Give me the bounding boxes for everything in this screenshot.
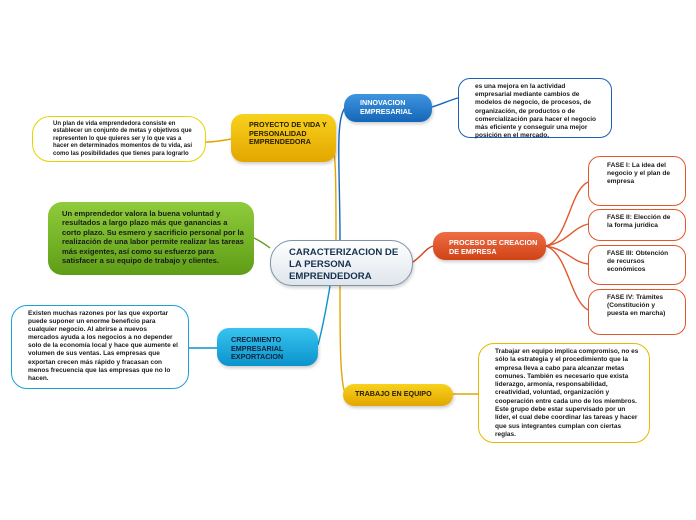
link-trabajo — [339, 285, 346, 394]
topic-trabajo-en-equipo[interactable]: TRABAJO EN EQUIPO — [343, 384, 453, 406]
detail-innovacion[interactable]: es una mejora en la actividad empresaria… — [458, 78, 612, 140]
detail-fase3-text: FASE III: Obtención de recursos económic… — [607, 250, 669, 274]
topic-proceso-label: PROCESO DE CREACION DE EMPRESA — [449, 238, 538, 256]
link-fase1 — [545, 181, 589, 247]
detail-fase1-text: FASE I: La idea del negocio y el plan de… — [607, 162, 671, 186]
topic-proyecto-label: PROYECTO DE VIDA Y PERSONALIDAD EMPRENDE… — [249, 120, 327, 147]
link-innovacion — [338, 107, 346, 241]
central-topic[interactable]: CARACTERIZACION DE LA PERSONA EMPRENDEDO… — [270, 240, 413, 286]
detail-crecimiento-text: Existen muchas razones por las que expor… — [28, 310, 178, 382]
link-proceso — [412, 245, 434, 263]
detail-trabajo[interactable]: Trabajar en equipo implica compromiso, n… — [478, 343, 650, 443]
topic-proceso-creacion-empresa[interactable]: PROCESO DE CREACION DE EMPRESA — [433, 232, 546, 260]
detail-fase2-text: FASE II: Elección de la forma jurídica — [607, 214, 671, 230]
detail-innovacion-text: es una mejora en la actividad empresaria… — [475, 83, 597, 140]
link-innovacion-detail — [431, 97, 459, 108]
detail-fase-2[interactable]: FASE II: Elección de la forma jurídica — [588, 209, 686, 241]
link-fase2 — [545, 223, 589, 247]
topic-trabajo-label: TRABAJO EN EQUIPO — [355, 389, 432, 398]
detail-proyecto[interactable]: Un plan de vida emprendedora consiste en… — [32, 116, 206, 162]
detail-fase-1[interactable]: FASE I: La idea del negocio y el plan de… — [588, 156, 686, 206]
topic-crecimiento-empresarial[interactable]: CRECIMIENTO EMPRESARIAL EXPORTACION — [217, 328, 318, 366]
central-title: CARACTERIZACION DE LA PERSONA EMPRENDEDO… — [289, 247, 399, 282]
link-proyecto-detail — [205, 138, 232, 143]
detail-trabajo-text: Trabajar en equipo implica compromiso, n… — [495, 348, 639, 438]
topic-proyecto-de-vida[interactable]: PROYECTO DE VIDA Y PERSONALIDAD EMPRENDE… — [231, 114, 336, 162]
link-valor — [253, 237, 271, 249]
topic-innovacion-label: INNOVACION EMPRESARIAL — [360, 98, 413, 116]
detail-fase-3[interactable]: FASE III: Obtención de recursos económic… — [588, 245, 686, 285]
detail-valor-text: Un emprendedor valora la buena voluntad … — [62, 209, 244, 266]
detail-fase-4[interactable]: FASE IV: Trámites (Constitución y puesta… — [588, 289, 686, 335]
link-crecimiento — [317, 285, 331, 346]
detail-crecimiento[interactable]: Existen muchas razones por las que expor… — [11, 305, 189, 389]
detail-proyecto-text: Un plan de vida emprendedora consiste en… — [53, 121, 193, 157]
link-fase3 — [545, 245, 589, 265]
detail-valor-emprendedor[interactable]: Un emprendedor valora la buena voluntad … — [48, 202, 254, 275]
link-fase4 — [545, 245, 589, 311]
topic-crecimiento-label: CRECIMIENTO EMPRESARIAL EXPORTACION — [231, 335, 284, 362]
detail-fase4-text: FASE IV: Trámites (Constitución y puesta… — [607, 294, 666, 318]
topic-innovacion-empresarial[interactable]: INNOVACION EMPRESARIAL — [344, 94, 432, 122]
